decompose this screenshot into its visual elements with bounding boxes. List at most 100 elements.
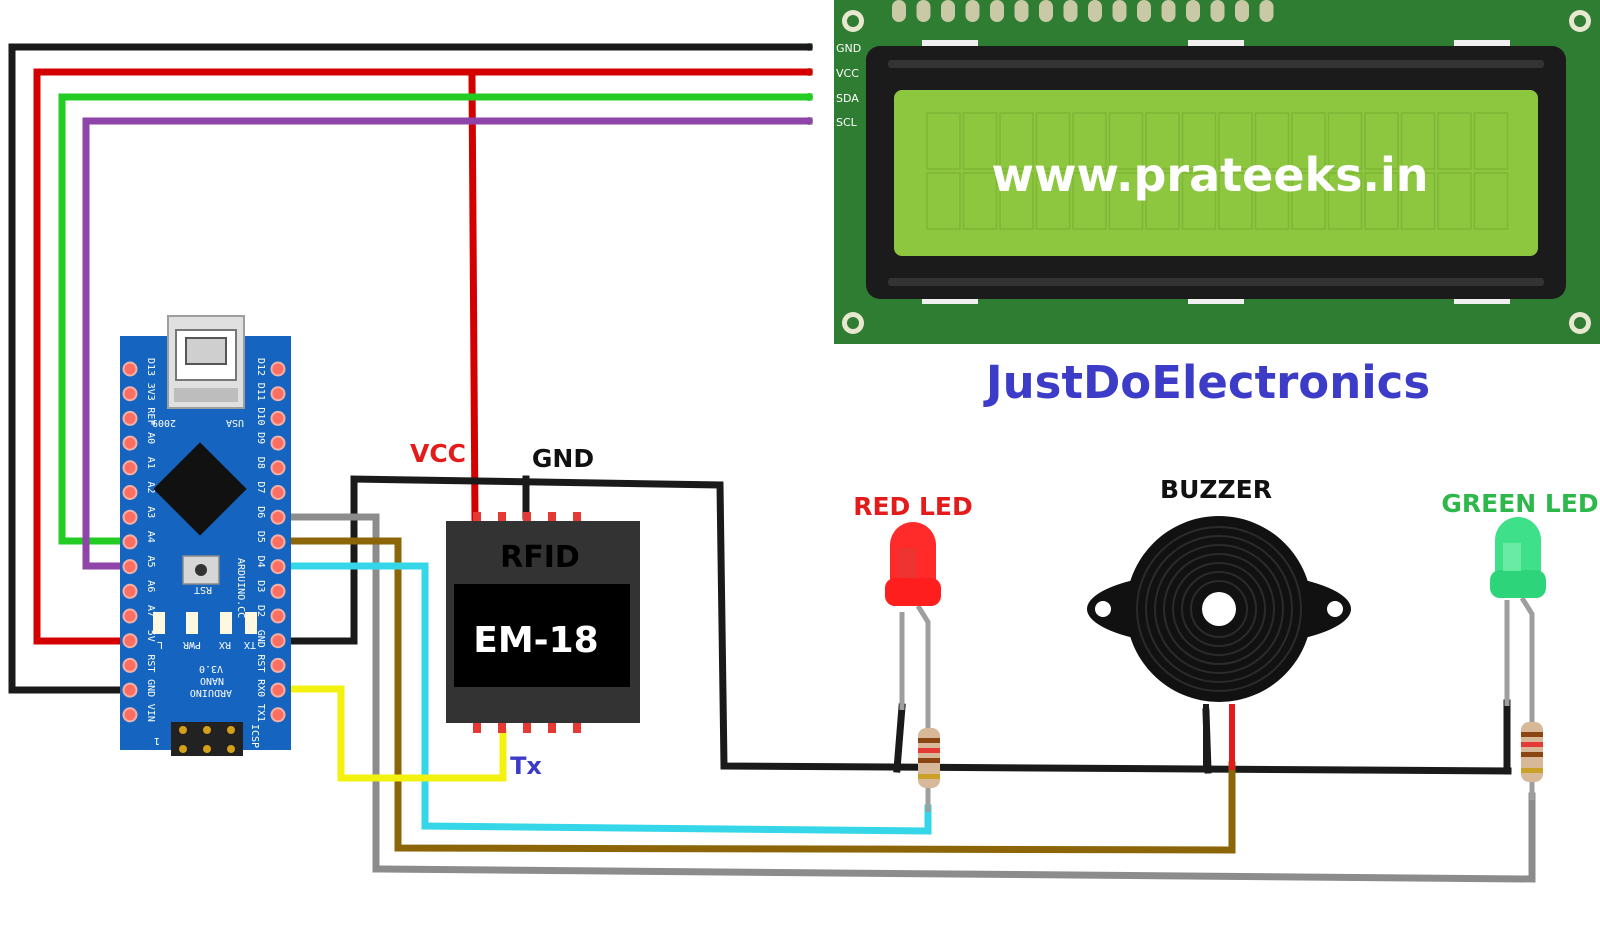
lcd-char-cell bbox=[926, 112, 961, 170]
icsp-header bbox=[171, 722, 243, 756]
silk-name-arduino: ARDUINO bbox=[190, 687, 232, 698]
lcd-header-pin bbox=[916, 0, 931, 22]
green-led-resistor bbox=[1521, 722, 1543, 800]
nano-pin-a5 bbox=[122, 559, 138, 575]
lcd-char-cell bbox=[1035, 112, 1071, 170]
wire-lcd-vcc bbox=[33, 68, 813, 645]
reset-button[interactable] bbox=[182, 555, 220, 585]
buzzer-ring bbox=[1145, 535, 1293, 683]
nano-pin-label: A1 bbox=[145, 457, 156, 469]
rfid-pin-top bbox=[573, 512, 581, 524]
green-led: GREEN LED bbox=[1441, 489, 1599, 800]
nano-pin-label: D6 bbox=[255, 506, 266, 518]
nano-pin-label: 5V bbox=[145, 630, 156, 642]
nano-pin-label: D12 bbox=[255, 358, 266, 376]
nano-pin-label: RX0 bbox=[255, 679, 266, 697]
nano-pin-label: GND bbox=[255, 630, 266, 648]
lcd-char-cell bbox=[962, 112, 998, 170]
silk-led-tx: TX bbox=[244, 639, 256, 650]
lcd-char-cell bbox=[1108, 112, 1144, 170]
buzzer-ring bbox=[1136, 526, 1302, 692]
lcd-char-grid bbox=[926, 112, 1509, 230]
lcd-header-pin bbox=[965, 0, 980, 22]
red-led-resistor bbox=[918, 728, 940, 812]
nano-led-l bbox=[153, 612, 165, 634]
nano-pin-label: D9 bbox=[255, 432, 266, 444]
lcd-display-text: www.prateeks.in bbox=[991, 148, 1428, 202]
nano-pin-d12 bbox=[270, 361, 286, 377]
silk-led-pwr: PWR bbox=[182, 639, 201, 650]
nano-pin-label: A3 bbox=[145, 506, 156, 518]
rfid-pin-top bbox=[473, 512, 481, 524]
lcd-char-cell bbox=[1437, 172, 1472, 230]
wire-lcd-scl bbox=[82, 117, 813, 570]
buzzer-label: BUZZER bbox=[1160, 475, 1272, 504]
nano-pin-label: REF bbox=[145, 407, 156, 425]
silk-led-l: L bbox=[157, 639, 163, 650]
nano-pin-rx0 bbox=[270, 682, 286, 698]
nano-pin-label: A2 bbox=[145, 482, 156, 494]
lcd-char-cell bbox=[926, 172, 961, 230]
lcd-header-pin bbox=[1210, 0, 1225, 22]
nano-pin-d8 bbox=[270, 460, 286, 476]
silk-pin-one: 1 bbox=[154, 735, 160, 746]
lcd-header-pin bbox=[892, 0, 906, 22]
lcd-char-cell bbox=[1218, 172, 1253, 230]
nano-pin-label: A5 bbox=[145, 556, 156, 568]
lcd-char-cell bbox=[1145, 112, 1180, 170]
silk-rst: RST bbox=[194, 584, 212, 595]
lcd-char-cell bbox=[1400, 172, 1436, 230]
buzzer-ring bbox=[1172, 562, 1266, 656]
nano-led-pwr bbox=[186, 612, 198, 634]
nano-pin-label: D8 bbox=[255, 457, 266, 469]
lcd-char-cell bbox=[1327, 172, 1363, 230]
rfid-pin-top bbox=[523, 512, 531, 524]
rfid-pin-bottom bbox=[473, 721, 481, 733]
nano-led-tx bbox=[245, 612, 257, 634]
nano-mcu-chip bbox=[153, 442, 247, 536]
lcd-header-pin bbox=[1063, 0, 1078, 22]
nano-pin-label: RST bbox=[145, 654, 156, 672]
nano-pin-gnd bbox=[122, 682, 138, 698]
nano-pin-label: D13 bbox=[145, 358, 156, 376]
lcd-module: www.prateeks.in GND VCC SDA SCL bbox=[805, 0, 1600, 344]
lcd-char-cell bbox=[1400, 112, 1436, 170]
lcd-header-pin bbox=[941, 0, 955, 22]
lcd-char-cell bbox=[1254, 112, 1290, 170]
lcd-char-cell bbox=[1254, 172, 1290, 230]
nano-pin-label: A0 bbox=[145, 432, 156, 444]
lcd-header-pin bbox=[1186, 0, 1200, 22]
nano-pin-3v3 bbox=[122, 386, 138, 402]
wire-rfid-tx bbox=[273, 685, 507, 782]
rfid-pin-bottom bbox=[523, 721, 531, 733]
nano-pin-ref bbox=[122, 410, 138, 426]
nano-pin-label: D4 bbox=[255, 556, 266, 568]
nano-pin-label: VIN bbox=[145, 704, 156, 722]
nano-pin-a2 bbox=[122, 485, 138, 500]
nano-pin-label: A6 bbox=[145, 580, 156, 592]
lcd-char-cell bbox=[1181, 172, 1217, 230]
wire-ground-rail bbox=[273, 475, 1512, 775]
nano-pin-label: D3 bbox=[255, 580, 266, 592]
lcd-char-cell bbox=[1145, 172, 1180, 230]
rfid-module: RFID EM-18 VCC GND Tx bbox=[410, 439, 640, 780]
rfid-vcc-label: VCC bbox=[410, 439, 466, 468]
lcd-pin-vcc: VCC bbox=[836, 67, 859, 80]
wire-green-led-signal bbox=[273, 513, 1536, 883]
nano-pin-d9 bbox=[270, 435, 286, 451]
rfid-pin-bottom bbox=[498, 721, 506, 733]
nano-pin-d2 bbox=[270, 608, 286, 624]
lcd-header-pin bbox=[1137, 0, 1151, 22]
nano-pin-a0 bbox=[122, 435, 138, 451]
wire-buzzer-signal bbox=[273, 537, 1236, 854]
rfid-model: EM-18 bbox=[473, 620, 598, 661]
lcd-char-cell bbox=[1364, 172, 1399, 230]
nano-pin-a3 bbox=[122, 509, 138, 525]
nano-pin-label: A4 bbox=[145, 531, 156, 543]
lcd-header-pin bbox=[1088, 0, 1102, 22]
lcd-char-cell bbox=[1218, 112, 1253, 170]
nano-pin-d10 bbox=[270, 410, 286, 426]
nano-pin-5v bbox=[122, 633, 138, 649]
